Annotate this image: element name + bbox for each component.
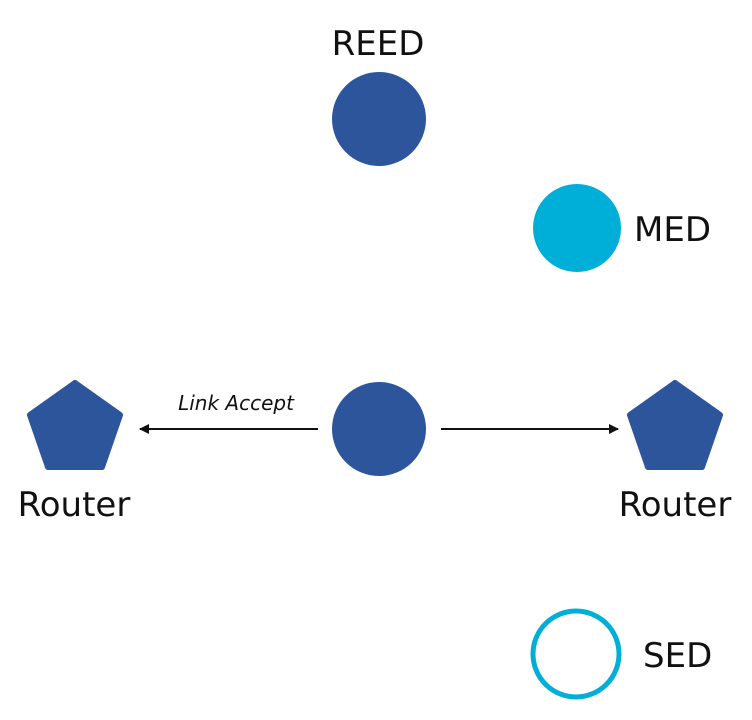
- sed-node[interactable]: SED: [530, 608, 712, 700]
- router-right-node[interactable]: Router: [619, 380, 732, 525]
- router-left-node[interactable]: Router: [18, 380, 131, 525]
- med-label: MED: [634, 210, 711, 250]
- med-node[interactable]: MED: [533, 184, 711, 272]
- router-right-label: Router: [619, 485, 732, 525]
- edge-link-accept: Link Accept: [139, 391, 318, 434]
- reed-circle: [332, 72, 426, 166]
- router-left-pentagon: [27, 380, 123, 470]
- router-right-pentagon: [627, 380, 723, 470]
- reed-node[interactable]: REED: [332, 24, 426, 166]
- med-circle: [533, 184, 621, 272]
- center-node[interactable]: [332, 382, 426, 476]
- reed-label: REED: [332, 24, 425, 64]
- edge-left-label: Link Accept: [178, 391, 295, 415]
- sed-label: SED: [643, 636, 712, 676]
- router-left-label: Router: [18, 485, 131, 525]
- sed-ring: [530, 608, 622, 700]
- center-circle: [332, 382, 426, 476]
